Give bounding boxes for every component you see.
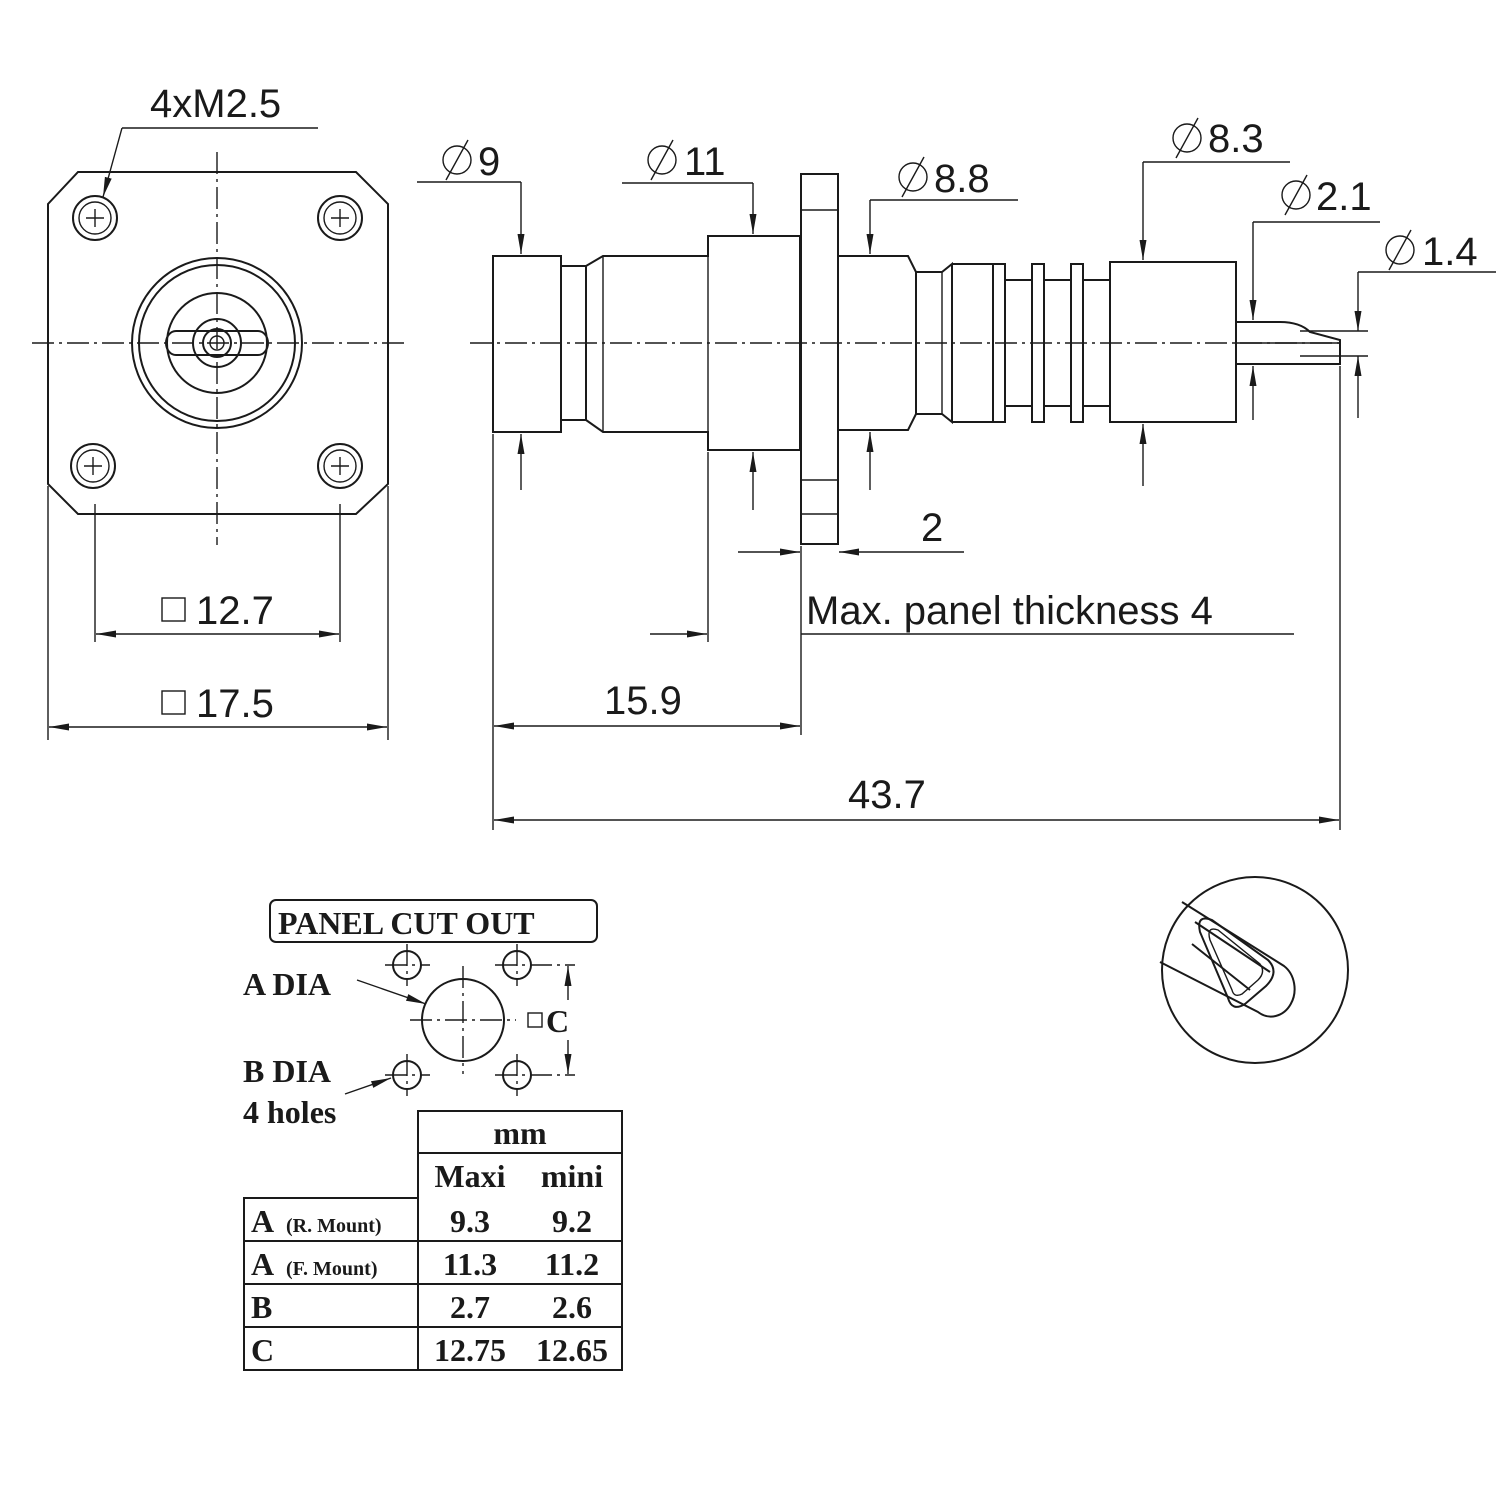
diameter-icon	[898, 156, 928, 198]
connector-face	[131, 257, 303, 429]
diameter-icon	[1172, 117, 1202, 159]
dia-9-value: 9	[478, 140, 500, 184]
row-mini: 2.6	[552, 1289, 592, 1325]
square-symbol-icon	[161, 690, 186, 715]
row-label: B	[251, 1289, 272, 1325]
row-label: A	[251, 1203, 274, 1239]
diameter-icon	[1385, 229, 1415, 271]
front-nut	[492, 255, 562, 433]
cutout-hole	[495, 944, 575, 986]
mounting-hole-bottom-right	[317, 443, 363, 489]
mounting-flange	[800, 173, 839, 545]
dia-8-3-value: 8.3	[1208, 117, 1264, 161]
mounting-hole-top-left	[72, 195, 118, 241]
row-maxi: 12.75	[434, 1332, 506, 1368]
thread-label: 4xM2.5	[150, 82, 281, 126]
cutout-hole	[385, 944, 430, 986]
mounting-hole-bottom-left	[70, 443, 116, 489]
length-total-value: 43.7	[848, 773, 926, 817]
cutout-hole	[495, 1054, 575, 1096]
flange-thickness-value: 2	[921, 506, 943, 550]
table-col-mini: mini	[541, 1158, 603, 1194]
diameter-icon	[1281, 174, 1311, 216]
cable	[1235, 321, 1341, 365]
row-mini: 12.65	[536, 1332, 608, 1368]
table-row: C 12.75 12.65	[251, 1332, 608, 1368]
dia-1-4-value: 1.4	[1422, 230, 1478, 274]
mounting-hole-top-right	[317, 195, 363, 241]
c-label: C	[546, 1003, 569, 1039]
row-sublabel: (R. Mount)	[286, 1215, 382, 1237]
row-mini: 9.2	[552, 1203, 592, 1239]
dimension-table: mm Maxi mini A (R. Mount) 9.3 9.2 A (F. …	[243, 1110, 623, 1371]
row-maxi: 11.3	[443, 1246, 497, 1282]
square-symbol-icon	[161, 597, 186, 622]
dia-2-1-value: 2.1	[1316, 175, 1372, 219]
front-view: 4xM2.5 12.7 17.5	[32, 82, 406, 740]
dia-11-value: 11	[684, 140, 726, 184]
a-dia-label: A DIA	[243, 966, 331, 1002]
panel-cutout-title: PANEL CUT OUT	[278, 905, 535, 941]
diameter-icon	[442, 139, 472, 181]
square-outer-value: 17.5	[196, 682, 274, 726]
dia-8-8-value: 8.8	[934, 157, 990, 201]
panel-cutout-title-box	[269, 899, 598, 943]
row-mini: 11.2	[545, 1246, 599, 1282]
table-row: B 2.7 2.6	[251, 1289, 592, 1325]
row-maxi: 9.3	[450, 1203, 490, 1239]
row-label: A	[251, 1246, 274, 1282]
flange-outline	[47, 171, 389, 515]
rear-body	[1109, 261, 1237, 423]
table-col-maxi: Maxi	[434, 1158, 505, 1194]
holes-label: 4 holes	[243, 1094, 336, 1130]
table-row: A (R. Mount) 9.3 9.2	[251, 1203, 592, 1239]
table-unit: mm	[493, 1115, 547, 1151]
length-front-value: 15.9	[604, 679, 682, 723]
cutout-hole	[385, 1054, 430, 1096]
row-sublabel: (F. Mount)	[286, 1258, 377, 1280]
panel-cutout: PANEL CUT OUT C A DIA B DIA 4 holes	[243, 899, 598, 1130]
cable-detail-view	[1159, 876, 1349, 1064]
table-row: A (F. Mount) 11.3 11.2	[251, 1246, 599, 1282]
panel-thickness-note: Max. panel thickness 4	[806, 589, 1213, 633]
row-label: C	[251, 1332, 274, 1368]
side-view: 9 11 8.8 8.3 2.1 1.4	[417, 117, 1496, 830]
diameter-icon	[647, 139, 677, 181]
b-dia-label: B DIA	[243, 1053, 331, 1089]
row-maxi: 2.7	[450, 1289, 490, 1325]
square-inner-value: 12.7	[196, 589, 274, 633]
square-symbol-icon	[527, 1012, 543, 1028]
